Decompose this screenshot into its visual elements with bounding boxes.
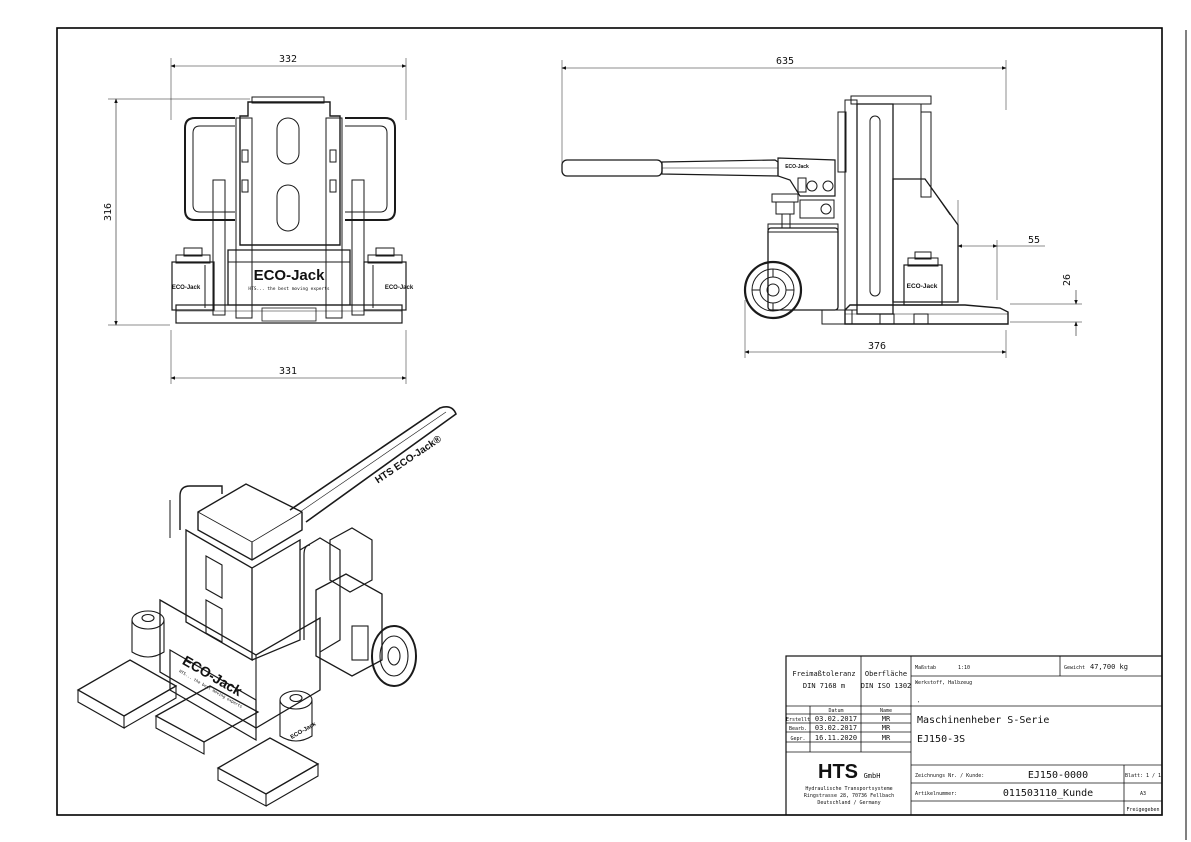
paper-format: A3 bbox=[1140, 791, 1146, 797]
article-label: Artikelnummer: bbox=[915, 791, 957, 797]
isometric-view bbox=[76, 406, 457, 807]
sheet-number: Blatt: 1 / 1 bbox=[1125, 773, 1161, 779]
dim-front-top-width: 332 bbox=[279, 54, 297, 65]
drawing-no-label: Zeichnungs Nr. / Kunde: bbox=[915, 773, 984, 779]
surface-value: DIN ISO 1302 bbox=[861, 682, 912, 690]
weight-label: Gewicht bbox=[1064, 665, 1085, 671]
iso-cylinder-label: ECO-Jack bbox=[290, 721, 318, 741]
drawing-title-line-1: Maschinenheber S-Serie bbox=[917, 715, 1049, 726]
weight-value: 47,700 kg bbox=[1090, 663, 1128, 671]
scale-label: Maßstab bbox=[915, 665, 936, 671]
front-brand-tagline: HTS... the best moving experts bbox=[248, 286, 330, 292]
material-value: , bbox=[917, 698, 920, 704]
release-status: Freigegeben bbox=[1126, 807, 1159, 813]
row-date-checked: 16.11.2020 bbox=[815, 734, 857, 742]
row-date-created: 03.02.2017 bbox=[815, 715, 857, 723]
dim-side-base-length: 376 bbox=[868, 341, 886, 352]
side-handle-brand-label: ECO-Jack bbox=[785, 164, 809, 170]
address-line-2: Ringstrasse 28, 70736 Fellbach bbox=[804, 793, 894, 799]
row-date-edited: 03.02.2017 bbox=[815, 724, 857, 732]
row-role-checked: Gepr. bbox=[790, 736, 805, 742]
material-label: Werkstoff, Halbzeug bbox=[915, 680, 972, 686]
front-right-cylinder-label: ECO-Jack bbox=[385, 285, 414, 291]
row-name-created: MR bbox=[882, 715, 891, 723]
tolerance-label: Freimaßtoleranz bbox=[792, 670, 855, 678]
dim-side-total-length: 635 bbox=[776, 56, 794, 67]
company-logo: HTS bbox=[818, 761, 858, 783]
col-name-header: Name bbox=[880, 708, 892, 714]
drawing-no-value: EJ150-0000 bbox=[1028, 770, 1088, 781]
side-view bbox=[561, 60, 1082, 358]
side-cylinder-label: ECO-Jack bbox=[907, 283, 938, 290]
dim-front-bottom-width: 331 bbox=[279, 366, 297, 377]
row-name-checked: MR bbox=[882, 734, 891, 742]
col-date-header: Datum bbox=[828, 708, 843, 714]
row-name-edited: MR bbox=[882, 724, 891, 732]
row-role-edited: Bearb. bbox=[789, 726, 807, 732]
dim-front-height: 316 bbox=[103, 203, 114, 221]
title-block bbox=[785, 655, 1163, 816]
dim-side-toe-height: 26 bbox=[1062, 274, 1073, 286]
scale-value: 1:10 bbox=[958, 665, 970, 671]
tolerance-value: DIN 7168 m bbox=[803, 682, 845, 690]
address-line-3: Deutschland / Germany bbox=[817, 800, 880, 806]
sheet-border bbox=[56, 27, 1163, 816]
row-role-created: Erstellt bbox=[786, 717, 810, 723]
front-left-cylinder-label: ECO-Jack bbox=[172, 285, 201, 291]
dim-side-toe-length: 55 bbox=[1028, 235, 1040, 246]
drawing-title-line-2: EJ150-3S bbox=[917, 734, 965, 745]
front-view bbox=[108, 58, 407, 384]
address-line-1: Hydraulische Transportsysteme bbox=[805, 786, 892, 792]
article-value: 011503110_Kunde bbox=[1003, 788, 1093, 799]
front-brand-label: ECO-Jack bbox=[254, 267, 326, 284]
iso-handle-label: HTS ECO-Jack® bbox=[373, 433, 444, 486]
company-suffix: GmbH bbox=[864, 772, 881, 780]
surface-label: Oberfläche bbox=[865, 670, 907, 678]
